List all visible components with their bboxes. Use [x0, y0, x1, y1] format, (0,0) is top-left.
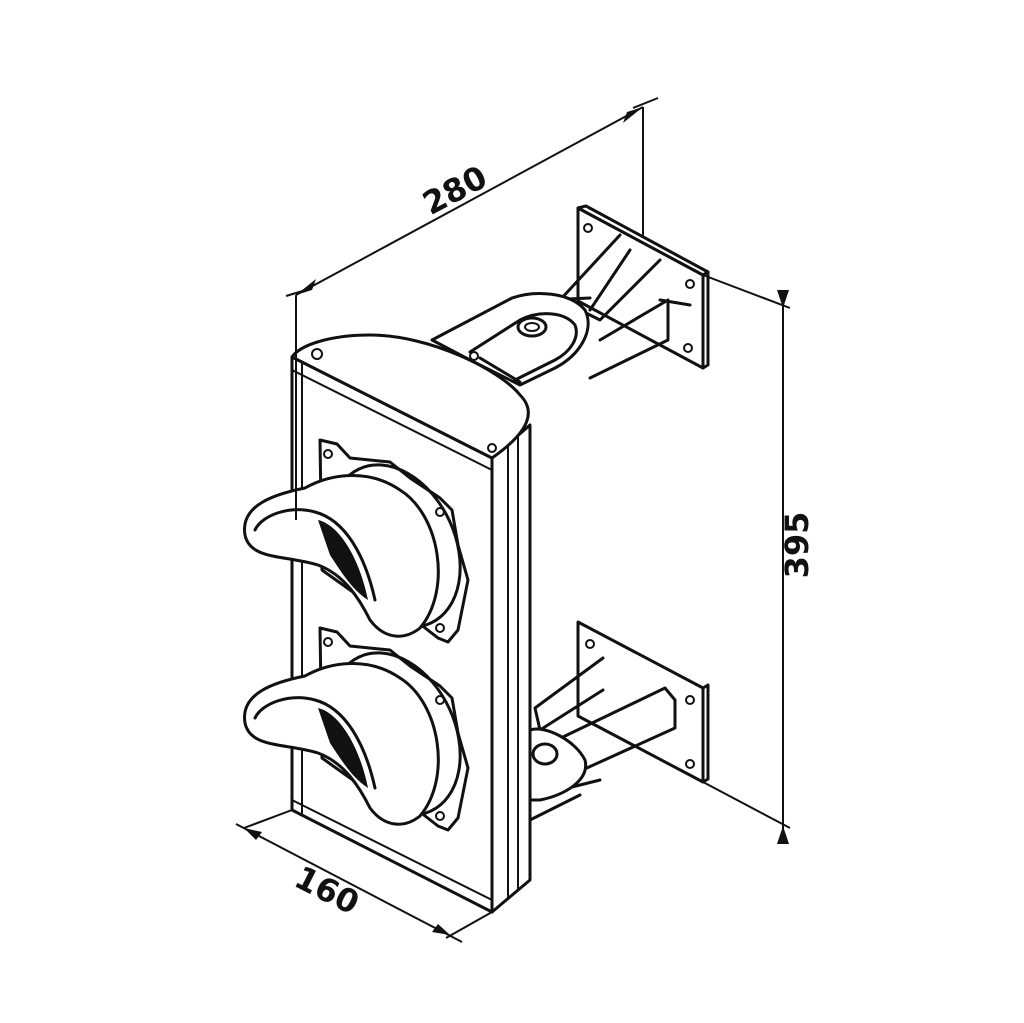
dimension-height: 395 [702, 274, 816, 844]
bottom-swivel-arm [528, 727, 588, 822]
depth-label: 280 [416, 158, 493, 223]
top-swivel-arm [430, 292, 590, 387]
upper-lamp [243, 438, 470, 644]
lower-wall-bracket [533, 620, 710, 792]
width-label: 160 [289, 858, 366, 922]
lower-lamp [243, 626, 470, 832]
height-label: 395 [778, 512, 816, 579]
